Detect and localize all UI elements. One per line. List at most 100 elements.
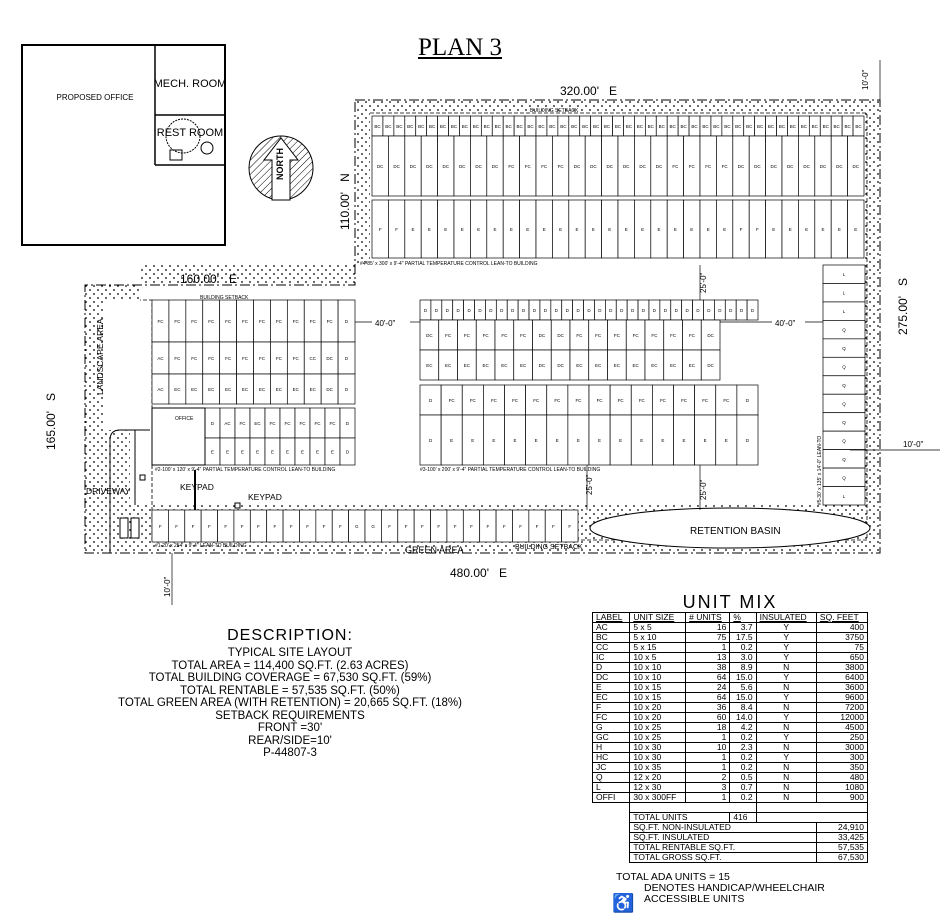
storage-unit: F [168,509,186,543]
retention-basin-label: RETENTION BASIN [690,526,781,537]
table-cell: 1080 [815,782,869,793]
storage-unit: D [615,299,628,321]
storage-unit: FC [303,299,322,343]
storage-unit: E [264,437,281,466]
unit-label: FC [533,398,540,403]
storage-unit: FC [168,341,187,375]
table-cell: Y [755,632,817,643]
unit-label: DC [393,164,400,169]
table-cell: 6400 [815,672,869,683]
storage-unit: E [546,414,569,466]
table-cell: 3750 [815,632,869,643]
unit-label: E [471,438,474,443]
unit-label: G [371,524,375,529]
unit-label: E [286,450,289,455]
unit-label: F [208,524,211,529]
unit-label: E [821,227,824,232]
unit-label: F [405,524,408,529]
storage-unit: E [483,414,505,466]
table-cell: 15.0 [729,692,757,703]
storage-unit: F [200,509,218,543]
storage-unit: BC [546,115,559,137]
unit-label: EC [689,363,696,368]
unit-label: F [756,227,759,232]
unit-label: DC [377,164,384,169]
storage-unit: EC [475,349,496,381]
storage-unit: FC [519,135,537,197]
storage-unit: E [781,199,799,259]
unit-label: FC [330,421,337,426]
storage-unit: EC [682,349,702,381]
unit-label: FC [276,356,283,361]
unit-label: Q [842,383,846,388]
unit-label: BC [527,124,534,129]
unit-label: E [707,227,710,232]
storage-unit: D [724,299,737,321]
unit-label: BC [440,124,447,129]
storage-unit: BC [448,115,460,137]
storage-unit: DC [532,319,552,351]
dim-aisle-right: 40'-0" [775,319,796,328]
table-cell: N [755,772,817,783]
unit-label: D [346,450,350,455]
unit-label: BC [484,124,491,129]
storage-unit: F [282,509,300,543]
unit-label: FC [293,356,300,361]
storage-unit: CC [303,341,322,375]
unit-label: E [411,227,414,232]
spacer [593,803,630,813]
storage-unit: D [670,299,683,321]
storage-unit: FC [644,319,665,351]
unit-label: EC [174,387,181,392]
unit-label: FC [723,398,730,403]
unit-label: BC [855,124,862,129]
storage-unit: DC [532,349,552,381]
unit-label: FC [508,164,515,169]
keypad-icon [234,502,241,509]
unit-label: F [740,227,743,232]
table-cell: N [755,792,817,803]
office-label: OFFICE [175,416,194,422]
storage-unit: D [204,407,221,439]
unit-label: EC [576,363,583,368]
table-cell: N [755,662,817,673]
unit-label: DC [574,164,581,169]
storage-unit: E [650,199,668,259]
storage-unit: BC [535,115,548,137]
unit-label: FC [242,319,249,324]
unit-label: DC [539,333,546,338]
storage-unit: EC [219,373,237,405]
unit-label: BC [549,124,556,129]
description-line: REAR/SIDE=10' [248,734,332,747]
setback-label: BUILDING SETBACK [200,295,249,301]
unit-label: E [690,227,693,232]
unit-label: D [345,387,349,392]
unit-label: F [437,524,440,529]
storage-unit: BC [754,115,766,137]
total-value: 33,425 [815,832,869,843]
dim-setback-right: 10'-0" [903,440,924,449]
dim-top: 320.00' E [560,84,617,98]
storage-unit: EC [270,373,288,405]
unit-label: D [211,421,215,426]
storage-unit: FC [475,319,496,351]
table-cell: 10 x 20 [629,702,687,713]
unit-label: E [704,438,707,443]
unit-label: DC [475,164,482,169]
table-cell: FC [591,712,631,723]
storage-unit: BC [382,115,395,137]
description-line: TYPICAL SITE LAYOUT [227,647,353,659]
unit-label: D [598,308,602,313]
storage-unit: DC [700,349,721,381]
unit-label: EC [501,363,508,368]
unit-label: E [789,227,792,232]
storage-unit: DC [798,135,816,197]
storage-unit: D [452,299,464,321]
unit-label: L [843,309,846,314]
storage-unit: EC [202,373,221,405]
unit-label: E [577,438,580,443]
table-cell: 10 [685,742,731,753]
